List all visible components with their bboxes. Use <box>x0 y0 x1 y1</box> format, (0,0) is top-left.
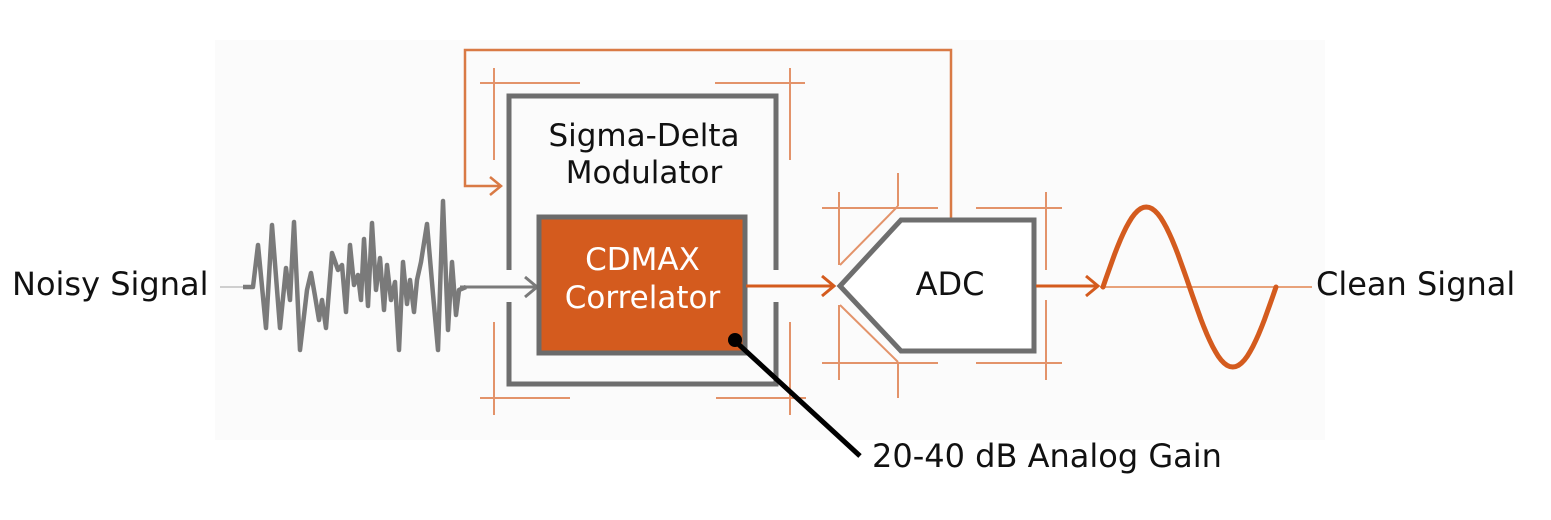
input-label: Noisy Signal <box>12 265 209 303</box>
correlator-label-line2: Correlator <box>564 279 721 316</box>
modulator-label-line2: Modulator <box>565 155 723 192</box>
modulator-outline-top <box>506 93 779 270</box>
guide-line <box>839 205 899 266</box>
correlator-to-adc-arrowhead <box>821 274 837 298</box>
callout-label: 20-40 dB Analog Gain <box>872 437 1222 475</box>
guide-marks <box>480 68 1062 415</box>
callout-anchor-dot <box>728 333 742 347</box>
correlator-block[interactable] <box>536 214 748 356</box>
adc-to-output-arrowhead <box>1085 274 1101 298</box>
output-label: Clean Signal <box>1316 265 1516 303</box>
correlator-label-line1: CDMAX <box>585 242 700 278</box>
modulator-label-line1: Sigma-Delta <box>548 118 740 154</box>
correlator-label: CDMAX Correlator <box>540 242 745 318</box>
feedback-arrowhead <box>489 176 503 196</box>
modulator-outline-bottom <box>506 302 779 387</box>
callout-leader-line <box>733 339 862 458</box>
sine-wave-icon <box>1100 204 1279 370</box>
modulator-block[interactable] <box>506 93 779 387</box>
modulator-label: Sigma-Delta Modulator <box>508 118 780 192</box>
background-panel <box>215 40 1325 440</box>
noisy-waveform-icon <box>243 198 467 353</box>
feedback-path <box>463 48 953 218</box>
guide-line <box>839 304 899 363</box>
adc-label: ADC <box>915 265 985 303</box>
adc-block[interactable] <box>836 217 1037 354</box>
